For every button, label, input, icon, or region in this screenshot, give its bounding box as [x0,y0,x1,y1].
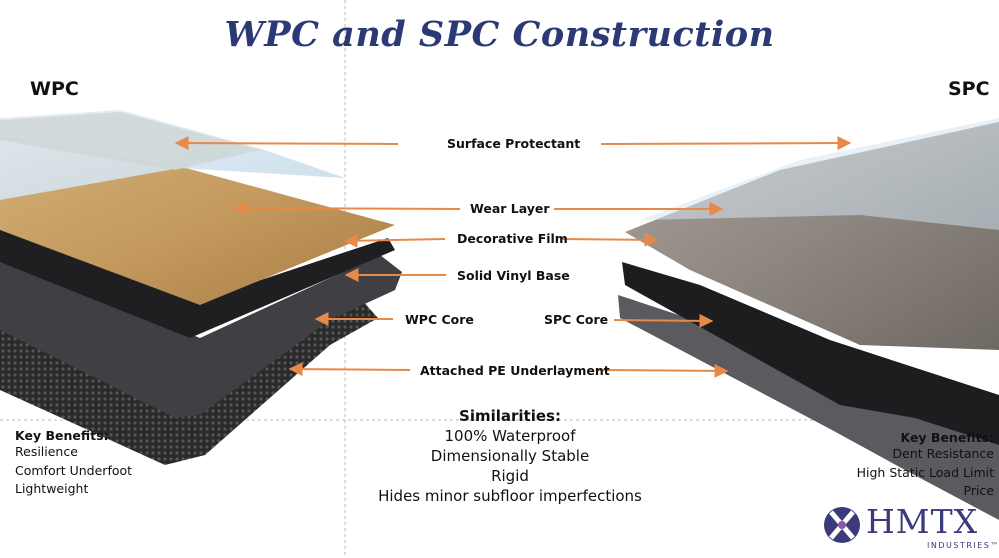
spc-benefits-title: Key Benefits: [900,430,994,445]
arrow-wear-left [232,201,461,216]
wpc-core-layer [0,255,402,418]
similarities-block: Similarities: 100% Waterproof Dimensiona… [355,406,665,506]
wpc-vinyl-base-layer [0,225,395,338]
wpc-benefits-title: Key Benefits: [15,428,109,443]
label-spc-core: SPC Core [544,312,609,327]
label-wear-layer: Wear Layer [470,201,550,216]
spc-core-layer [622,262,999,445]
spc-key-benefits: Key Benefits: Dent Resistance High Stati… [857,430,994,501]
arrow-decor-left [343,233,446,248]
similarity-item: 100% Waterproof [444,427,576,445]
similarity-item: Dimensionally Stable [430,447,590,465]
label-surface-protectant: Surface Protectant [447,136,581,151]
spc-benefit-item: Dent Resistance [892,446,994,461]
spc-underlayment-layer [618,295,999,520]
arrow-decor-right [561,232,659,247]
arrow-spc-core [613,313,714,328]
wpc-benefit-item: Resilience [15,444,78,459]
page-title: WPC and SPC Construction [224,14,775,55]
spc-benefit-item: High Static Load Limit [856,464,994,480]
wpc-plank [0,110,402,465]
hmtx-logo: HMTX INDUSTRIES™ [822,500,998,554]
spc-benefit-item: Price [963,483,995,498]
label-attached-pe-underlayment: Attached PE Underlayment [420,363,610,378]
similarities-title: Similarities: [459,407,561,425]
spc-plank [618,118,999,520]
arrow-pe-right [596,363,729,378]
wpc-benefit-item: Comfort Underfoot [15,462,133,478]
callout-arrows [174,136,852,378]
wpc-heading: WPC [30,78,79,100]
arrow-pe-left [288,362,411,377]
label-solid-vinyl-base: Solid Vinyl Base [457,268,570,283]
wpc-key-benefits: Key Benefits: Resilience Comfort Underfo… [15,428,132,499]
logo-subtitle: INDUSTRIES™ [927,541,999,550]
label-decorative-film: Decorative Film [457,231,568,246]
arrow-surface-left [174,136,399,151]
wpc-benefit-item: Lightweight [15,481,89,496]
arrow-surface-right [600,136,852,151]
label-wpc-core: WPC Core [405,312,474,327]
wpc-surface-top [0,112,260,170]
logo-wordmark: HMTX [866,502,979,541]
hmtx-logo-mark [824,507,860,543]
spc-surface-protectant-layer [640,118,999,230]
similarity-item: Rigid [491,467,529,485]
spc-heading: SPC [948,78,990,100]
similarity-item: Hides minor subfloor imperfections [378,487,642,505]
